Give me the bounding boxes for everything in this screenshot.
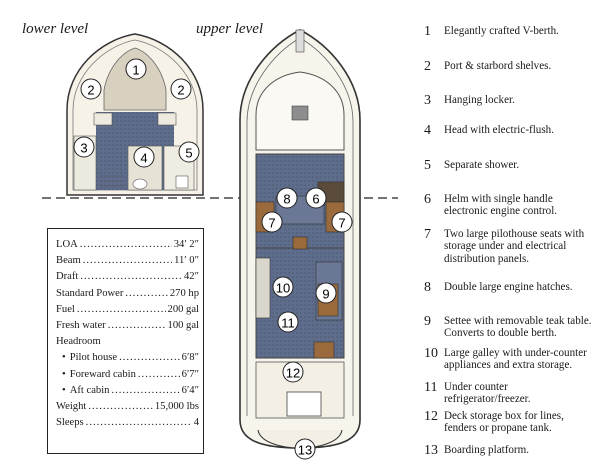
svg-text:4: 4 — [140, 151, 147, 166]
spec-value: 270 hp — [169, 287, 199, 299]
spec-row: Sleeps 4 — [56, 415, 199, 431]
spec-row: Beam 11′ 0″ — [56, 253, 199, 269]
steps-forward — [292, 236, 308, 250]
spec-label: Weight — [56, 401, 87, 413]
lower-level-plan — [66, 33, 204, 196]
spec-value: 6′7″ — [181, 368, 199, 380]
svg-text:10: 10 — [276, 281, 290, 296]
spec-value: 42″ — [183, 271, 199, 283]
pillow-left — [93, 112, 113, 126]
headroom-heading: Headroom — [56, 336, 101, 348]
svg-text:2: 2 — [87, 83, 94, 98]
spec-label: Fresh water — [56, 320, 106, 332]
spec-label: Pilot house — [69, 352, 118, 364]
spec-label: Foreward cabin — [69, 368, 136, 380]
spec-row: Fuel 200 gal — [56, 302, 199, 318]
svg-text:2: 2 — [177, 83, 184, 98]
lower-level-title: lower level — [22, 21, 89, 37]
spec-row: Weight 15,000 lbs — [56, 399, 199, 415]
svg-text:5: 5 — [185, 146, 192, 161]
svg-text:7: 7 — [268, 216, 275, 231]
marker-2-starboard: 2 — [170, 78, 192, 100]
svg-text:3: 3 — [80, 141, 87, 156]
marker-7-starboard: 7 — [331, 211, 353, 233]
plan-number-markers: 1 2 2 3 4 5 6 8 7 7 10 9 11 12 13 — [73, 58, 353, 460]
spec-value: 100 gal — [167, 320, 199, 332]
svg-text:1: 1 — [132, 63, 139, 78]
marker-6: 6 — [305, 187, 327, 209]
spec-row: •Foreward cabin6′7″ — [56, 367, 199, 383]
marker-13: 13 — [294, 438, 316, 460]
sink — [175, 175, 189, 189]
spec-value: 11′ 0″ — [174, 255, 199, 267]
svg-text:12: 12 — [286, 366, 300, 381]
spec-value: 15,000 lbs — [154, 401, 199, 413]
spec-label: LOA — [56, 239, 78, 250]
spec-label: Aft cabin — [69, 384, 110, 396]
spec-row: Standard Power 270 hp — [56, 286, 199, 302]
marker-7-port: 7 — [261, 211, 283, 233]
pillow-right — [157, 112, 177, 126]
spec-label: Fuel — [56, 303, 75, 315]
galley-counter — [255, 257, 271, 319]
spec-row: •Pilot house6′8″ — [56, 350, 199, 366]
lower-hull-inner — [72, 39, 198, 191]
svg-text:13: 13 — [298, 443, 312, 458]
marker-5: 5 — [178, 141, 200, 163]
svg-text:8: 8 — [283, 192, 290, 207]
spec-row: Draft 42″ — [56, 269, 199, 285]
spec-value: 200 gal — [167, 303, 199, 315]
marker-9: 9 — [315, 282, 337, 304]
marker-8: 8 — [276, 187, 298, 209]
svg-text:11: 11 — [281, 316, 295, 331]
spec-label: Sleeps — [56, 417, 84, 429]
spec-value: 34′ 2″ — [173, 239, 199, 250]
marker-10: 10 — [272, 276, 294, 298]
steps-aft — [313, 341, 335, 359]
svg-text:7: 7 — [338, 216, 345, 231]
deck-box — [286, 391, 322, 417]
spec-row: •Aft cabin6′4″ — [56, 383, 199, 399]
toilet — [132, 178, 148, 190]
svg-text:6: 6 — [312, 192, 319, 207]
spec-value: 4 — [193, 417, 199, 429]
marker-12: 12 — [282, 361, 304, 383]
spec-label: Standard Power — [56, 287, 124, 299]
marker-2-port: 2 — [80, 78, 102, 100]
marker-4: 4 — [133, 146, 155, 168]
spec-label: Beam — [56, 255, 81, 267]
specifications-table: LOA 34′ 2″ Beam 11′ 0″ Draft 42″ Standard P… — [47, 228, 204, 454]
marker-1: 1 — [125, 58, 147, 80]
bow-pulpit — [295, 29, 305, 53]
spec-value: 6′4″ — [181, 384, 199, 396]
upper-level-title: upper level — [196, 21, 264, 37]
upper-level-plan — [239, 29, 361, 449]
spec-value: 6′8″ — [181, 352, 199, 364]
svg-text:9: 9 — [322, 287, 329, 302]
spec-row: LOA 34′ 2″ — [56, 237, 199, 253]
marker-11: 11 — [277, 311, 299, 333]
marker-3: 3 — [73, 136, 95, 158]
deck-hatch — [291, 105, 309, 121]
spec-row: Fresh water 100 gal — [56, 318, 199, 334]
spec-label: Draft — [56, 271, 79, 283]
